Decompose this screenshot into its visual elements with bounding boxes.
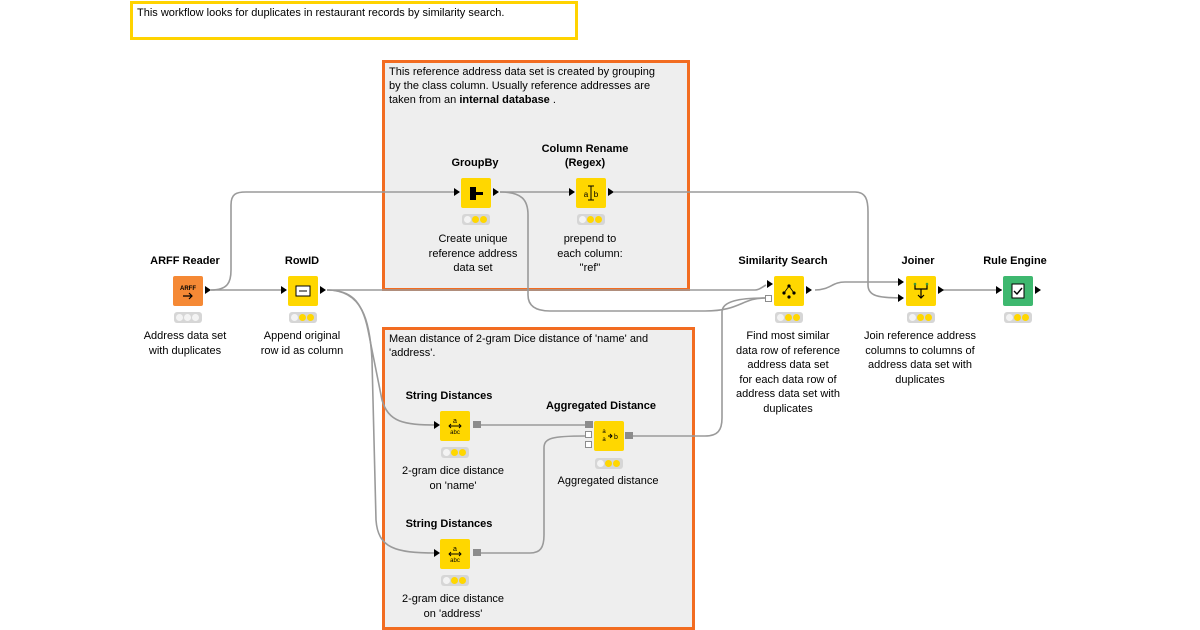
groupby-output-port[interactable] [493, 188, 499, 196]
similarity-search-status [775, 312, 803, 323]
aggregated-distance-input-port-1[interactable] [585, 421, 593, 428]
arff-reader-title: ARFF Reader [150, 255, 220, 267]
joiner-left-input-port[interactable] [898, 278, 904, 286]
rename-icon: a b [584, 185, 599, 201]
connection-arff-groupby [210, 191, 459, 291]
reference-data-annotation[interactable]: This reference address data set is creat… [382, 60, 690, 291]
reference-data-annotation-text: This reference address data set is creat… [389, 66, 655, 106]
svg-text:b: b [614, 434, 618, 441]
aggregated-distance-icon: a a b [602, 429, 618, 443]
string-distances-2-input-port[interactable] [434, 549, 440, 557]
aggregated-distance-input-port-2[interactable] [585, 431, 592, 438]
joiner-status [907, 312, 935, 323]
svg-text:abc: abc [450, 558, 460, 564]
svg-text:a: a [453, 418, 457, 425]
rule-engine-node[interactable] [1003, 276, 1033, 306]
connection-rowid-strdist2 [326, 289, 437, 554]
groupby-status [462, 214, 490, 225]
connection-groupby-similarity [499, 191, 766, 312]
svg-text:a: a [602, 437, 606, 443]
row-id-icon [295, 285, 311, 297]
column-rename-title: Column Rename (Regex) [541, 143, 629, 169]
aggregated-distance-output-port[interactable] [625, 432, 633, 439]
groupby-description[interactable]: Create unique reference address data set [428, 233, 518, 274]
groupby-node[interactable] [461, 178, 491, 208]
rowid-output-port[interactable] [320, 286, 326, 294]
rule-engine-input-port[interactable] [996, 286, 1002, 294]
string-distances-2-description[interactable]: 2-gram dice distance on 'address' [401, 593, 505, 620]
groupby-icon [470, 187, 483, 200]
string-distance-icon: a abc [448, 546, 462, 564]
groupby-input-port[interactable] [454, 188, 460, 196]
string-distances-1-status [441, 447, 469, 458]
similarity-search-output-port[interactable] [806, 286, 812, 294]
connection-aggregated-similarity [632, 297, 766, 437]
string-distances-1-node[interactable]: a abc [440, 411, 470, 441]
aggregated-distance-node[interactable]: a a b [594, 421, 624, 451]
arff-reader-output-port[interactable] [205, 286, 211, 294]
string-distances-2-title: String Distances [405, 518, 493, 530]
svg-text:a: a [602, 429, 606, 435]
similarity-search-node[interactable] [774, 276, 804, 306]
connection-similarity-joiner [814, 281, 903, 291]
column-rename-description[interactable]: prepend to each column: "ref" [557, 233, 623, 274]
similarity-search-input-port-1[interactable] [767, 280, 773, 288]
svg-text:b: b [594, 190, 599, 199]
svg-text:a: a [584, 190, 589, 199]
arff-reader-status [174, 312, 202, 323]
joiner-right-input-port[interactable] [898, 294, 904, 302]
string-distance-icon: a abc [448, 418, 462, 436]
connection-rename-joiner [614, 191, 904, 299]
distance-annotation-text: Mean distance of 2-gram Dice distance of… [389, 333, 649, 359]
arff-file-icon: ARFF [180, 286, 196, 300]
string-distances-2-status [441, 575, 469, 586]
aggregated-distance-description[interactable]: Aggregated distance [557, 475, 659, 487]
string-distances-2-output-port[interactable] [473, 549, 481, 556]
connection-rowid-similarity [327, 284, 767, 291]
string-distances-1-description[interactable]: 2-gram dice distance on 'name' [401, 465, 505, 492]
column-rename-input-port[interactable] [569, 188, 575, 196]
similarity-search-input-port-2[interactable] [765, 295, 772, 302]
joiner-node[interactable] [906, 276, 936, 306]
joiner-title: Joiner [901, 255, 935, 267]
arff-reader-node[interactable]: ARFF [173, 276, 203, 306]
workflow-intro-annotation[interactable]: This workflow looks for duplicates in re… [130, 1, 578, 40]
joiner-output-port[interactable] [938, 286, 944, 294]
rule-engine-title: Rule Engine [983, 255, 1047, 267]
string-distances-1-title: String Distances [405, 390, 493, 402]
rowid-title: RowID [284, 255, 320, 267]
similarity-search-description[interactable]: Find most similar data row of reference … [736, 330, 840, 415]
rowid-description[interactable]: Append original row id as column [260, 330, 344, 357]
rule-engine-icon [1011, 283, 1025, 299]
string-distances-1-input-port[interactable] [434, 421, 440, 429]
similarity-icon [782, 284, 796, 299]
column-rename-status [577, 214, 605, 225]
rowid-status [289, 312, 317, 323]
rowid-input-port[interactable] [281, 286, 287, 294]
svg-text:abc: abc [450, 430, 460, 436]
rowid-node[interactable] [288, 276, 318, 306]
distance-annotation[interactable]: Mean distance of 2-gram Dice distance of… [382, 327, 695, 630]
connection-rowid-strdist1 [326, 289, 437, 426]
workflow-intro-text: This workflow looks for duplicates in re… [137, 7, 505, 19]
svg-text:a: a [453, 546, 457, 553]
aggregated-distance-title: Aggregated Distance [545, 400, 657, 412]
similarity-search-title: Similarity Search [738, 255, 828, 267]
column-rename-output-port[interactable] [608, 188, 614, 196]
aggregated-distance-input-port-3[interactable] [585, 441, 592, 448]
column-rename-node[interactable]: a b [576, 178, 606, 208]
groupby-title: GroupBy [451, 157, 499, 169]
string-distances-1-output-port[interactable] [473, 421, 481, 428]
aggregated-distance-status [595, 458, 623, 469]
rule-engine-output-port[interactable] [1035, 286, 1041, 294]
joiner-icon [913, 282, 929, 299]
rule-engine-status [1004, 312, 1032, 323]
connection-strdist2-aggregated [481, 435, 586, 554]
arff-reader-description[interactable]: Address data set with duplicates [143, 330, 227, 357]
svg-text:ARFF: ARFF [180, 286, 196, 292]
joiner-description[interactable]: Join reference address columns to column… [864, 330, 976, 386]
string-distances-2-node[interactable]: a abc [440, 539, 470, 569]
